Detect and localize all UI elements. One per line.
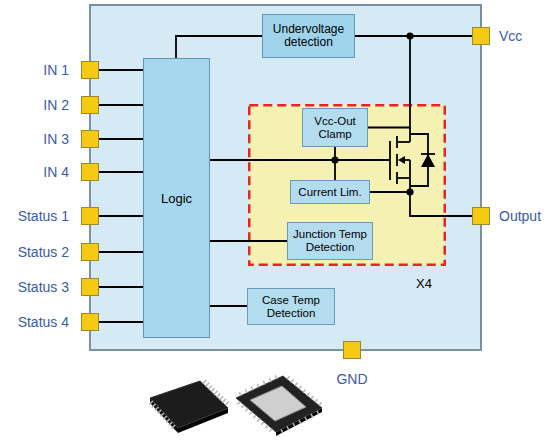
package-leads — [237, 375, 321, 433]
pin-label: IN 3 — [43, 131, 69, 147]
signal-wire — [99, 251, 143, 253]
signal-wire — [210, 305, 247, 307]
pin-label: Status 1 — [18, 208, 69, 224]
channel-segment — [396, 172, 398, 184]
pin-pad: IN 1 — [81, 61, 99, 79]
block-label: Junction Temp Detection — [290, 228, 370, 254]
package-photo — [149, 380, 229, 433]
signal-wire — [99, 69, 143, 71]
block-label: Current Lim. — [298, 186, 361, 199]
signal-wire — [99, 215, 143, 217]
source-wire — [409, 160, 411, 192]
pin-label: Vcc — [499, 28, 522, 44]
pin-label: GND — [336, 371, 367, 387]
pin-pad: Status 4 — [81, 313, 99, 331]
signal-wire — [370, 192, 472, 216]
package-photo — [236, 375, 322, 436]
pin-pad: IN 2 — [81, 96, 99, 114]
pin-label: IN 4 — [43, 164, 69, 180]
pin-pad: IN 3 — [81, 130, 99, 148]
block-label: Undervoltage detection — [265, 23, 352, 49]
diode-wire — [410, 134, 428, 186]
pin-label: IN 1 — [43, 62, 69, 78]
function-block: Current Lim. — [290, 180, 370, 204]
function-block: Junction Temp Detection — [287, 222, 373, 260]
connector-group — [99, 36, 472, 322]
logic-block: Logic — [143, 58, 210, 338]
body-wire — [401, 159, 410, 161]
signal-wire — [99, 171, 143, 173]
function-block: Undervoltage detection — [262, 14, 355, 58]
signal-wire — [210, 160, 335, 180]
signal-wire — [210, 147, 335, 160]
block-label: Vcc-Out Clamp — [305, 115, 365, 141]
signal-wire — [99, 286, 143, 288]
chip-outline — [90, 5, 481, 350]
drain-wire — [397, 141, 410, 143]
pin-pad: Status 2 — [81, 243, 99, 261]
package-body — [150, 381, 228, 428]
signal-wire — [176, 36, 262, 58]
junction-dot — [406, 188, 413, 195]
pin-pad: Status 3 — [81, 278, 99, 296]
exposed-pad — [250, 386, 306, 421]
channel-group: X4Vcc-Out ClampCurrent Lim.Junction Temp… — [248, 104, 446, 266]
package-side — [150, 398, 178, 433]
pin-pad: Vcc — [472, 27, 490, 45]
block-label: Logic — [161, 192, 192, 205]
signal-wire — [99, 138, 143, 140]
package-body — [236, 376, 322, 432]
signal-wire — [368, 36, 472, 128]
channel-segment — [396, 136, 398, 148]
gate-wire — [335, 159, 390, 161]
junction-dot — [406, 32, 413, 39]
mosfet-symbol — [335, 128, 435, 193]
channel-segment — [396, 154, 398, 166]
package-side — [276, 408, 322, 436]
junction-dot — [331, 156, 338, 163]
pin-label: Status 2 — [18, 244, 69, 260]
package-leads — [149, 380, 229, 428]
body-arrow — [398, 156, 405, 164]
pin-label: Output — [499, 208, 541, 224]
pin-label: Status 3 — [18, 279, 69, 295]
diode-triangle — [421, 154, 435, 167]
drain-wire — [409, 128, 411, 143]
pin-pad: GND — [343, 341, 361, 359]
pin-pad: IN 4 — [81, 163, 99, 181]
signal-wire — [99, 104, 143, 106]
signal-wire — [99, 321, 143, 323]
signal-wire — [210, 240, 287, 242]
pin-label: Status 4 — [18, 314, 69, 330]
dashed-region — [249, 105, 445, 265]
function-block: Case Temp Detection — [247, 288, 335, 325]
pin-pad: Status 1 — [81, 207, 99, 225]
pin-label: IN 2 — [43, 97, 69, 113]
pin-pad: Output — [472, 207, 490, 225]
gate-plate — [389, 141, 391, 180]
package-side — [178, 408, 228, 433]
function-block: Vcc-Out Clamp — [302, 108, 368, 147]
source-wire — [397, 177, 410, 179]
diode-bar — [421, 153, 435, 155]
block-label: Case Temp Detection — [250, 294, 332, 320]
signal-wire — [355, 35, 472, 37]
group-label: X4 — [416, 276, 432, 291]
